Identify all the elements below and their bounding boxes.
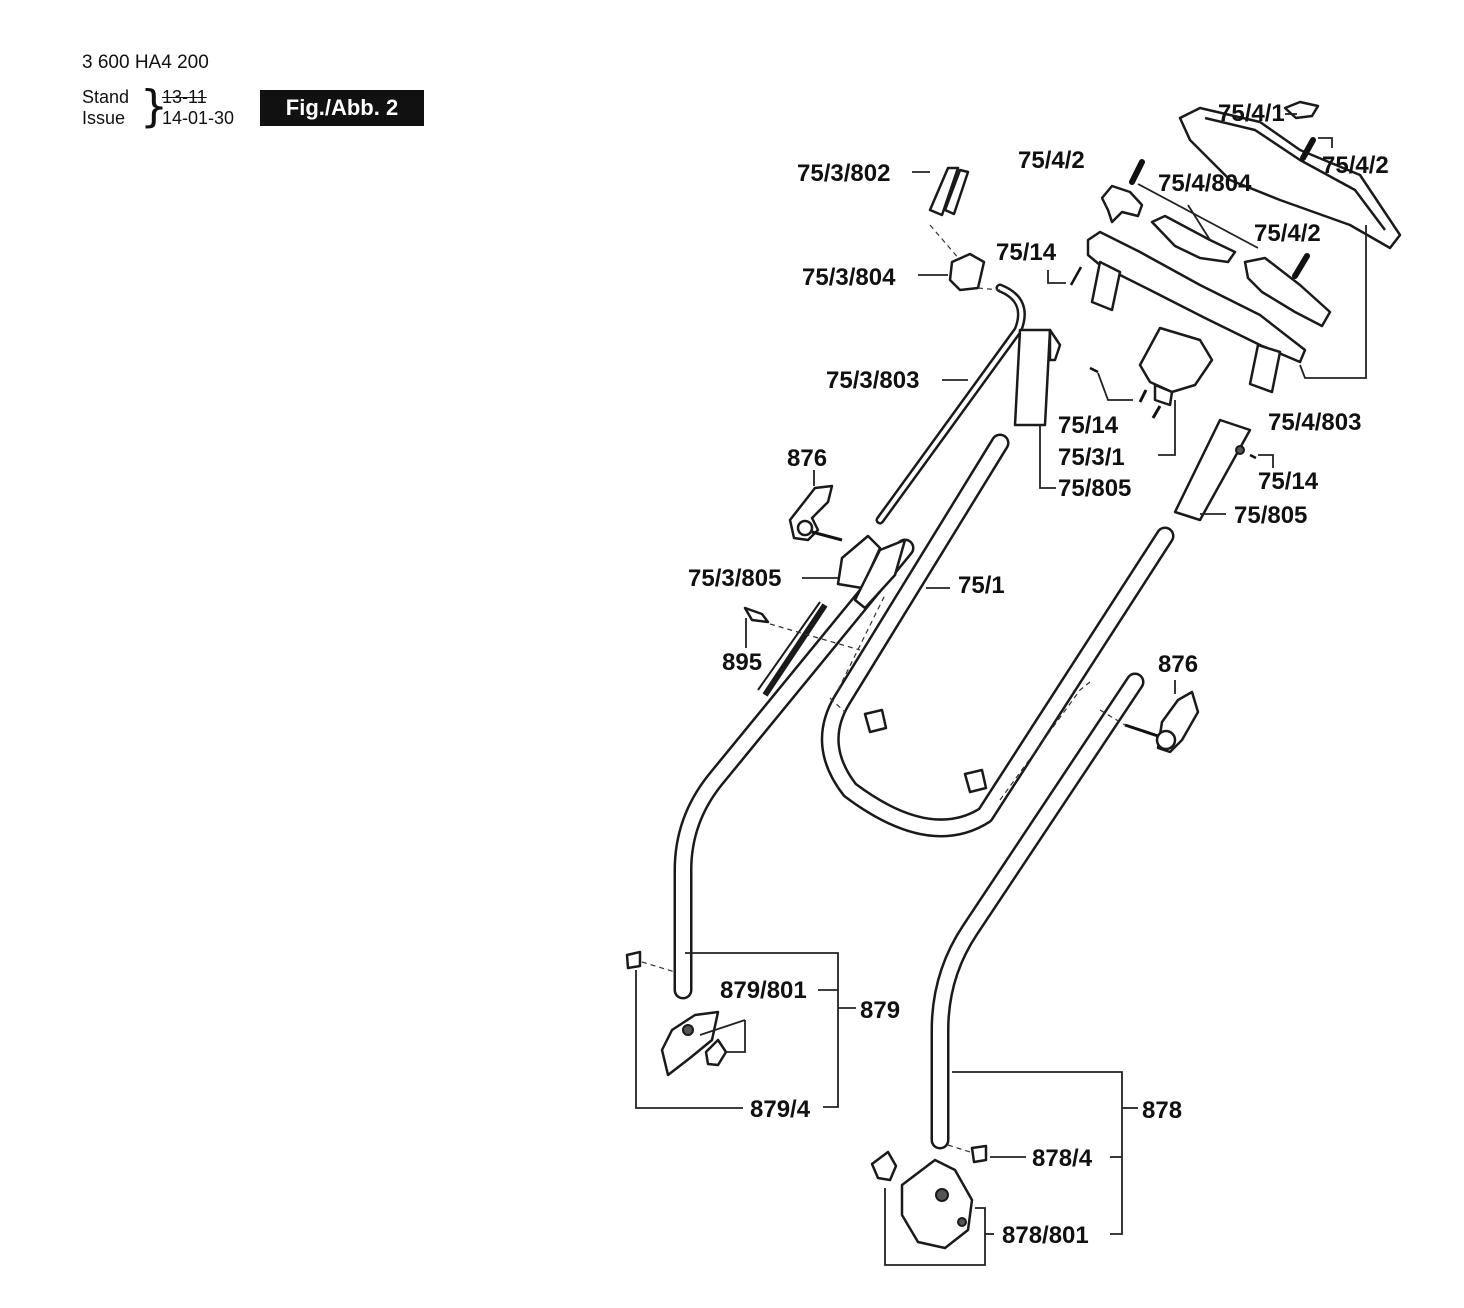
label-878-801: 878/801 bbox=[1002, 1222, 1089, 1249]
bowden-holder-75-3-1 bbox=[1138, 326, 1214, 407]
pin-895 bbox=[743, 606, 770, 624]
label-876-right: 876 bbox=[1158, 651, 1198, 678]
dashed-assembly-lines bbox=[641, 224, 1126, 1153]
nut-upper-right bbox=[963, 768, 988, 794]
issue-label: Issue bbox=[82, 108, 126, 128]
clip-878-801 bbox=[870, 1150, 898, 1182]
label-75-14-mid: 75/14 bbox=[1058, 412, 1119, 439]
label-75-805-left: 75/805 bbox=[1058, 475, 1131, 502]
label-879: 879 bbox=[860, 997, 900, 1024]
stand-label: Stand bbox=[82, 87, 130, 107]
latch-left bbox=[1100, 184, 1144, 224]
label-75-14-top: 75/14 bbox=[996, 239, 1057, 266]
sleeve-75-805-right bbox=[1173, 418, 1252, 522]
label-75-3-802: 75/3/802 bbox=[797, 160, 890, 187]
screw-878-4 bbox=[970, 1144, 988, 1164]
switch-lever-75-3-805 bbox=[836, 534, 907, 610]
label-878-4: 878/4 bbox=[1032, 1145, 1093, 1172]
knob-876-left bbox=[788, 484, 843, 542]
pin-75-4-2-left bbox=[1129, 159, 1145, 185]
pin-75-4-2-right bbox=[1292, 253, 1310, 279]
lever-75-4-804 bbox=[1150, 214, 1237, 264]
screw-879-4 bbox=[625, 950, 642, 970]
label-879-801: 879/801 bbox=[720, 977, 807, 1004]
figure-badge: Fig./Abb. 2 bbox=[260, 90, 424, 126]
part-number: 3 600 HA4 200 bbox=[82, 52, 209, 73]
pin-75-4-2-top bbox=[1300, 137, 1316, 161]
screws-75-14 bbox=[1069, 266, 1257, 460]
left-lower-handle-tube bbox=[673, 538, 915, 1000]
leader-lines bbox=[635, 113, 1367, 1266]
nut-upper-left bbox=[863, 708, 888, 734]
brace-symbol: } bbox=[140, 81, 168, 132]
label-75-3-805: 75/3/805 bbox=[688, 565, 781, 592]
label-878: 878 bbox=[1142, 1097, 1182, 1124]
cable-lower bbox=[757, 601, 828, 697]
upper-u-handle-tube bbox=[820, 433, 1175, 838]
label-75-4-2-right: 75/4/2 bbox=[1254, 220, 1321, 247]
label-75-4-803: 75/4/803 bbox=[1268, 409, 1361, 436]
latch-right bbox=[1243, 256, 1332, 328]
button-75-4-1 bbox=[1283, 100, 1320, 120]
label-75-3-804: 75/3/804 bbox=[802, 264, 896, 291]
right-lower-handle-tube bbox=[930, 672, 1145, 1150]
handle-bar-75-4-803 bbox=[1086, 230, 1307, 394]
label-895: 895 bbox=[722, 649, 762, 676]
clip-879-801 bbox=[704, 1038, 728, 1067]
label-75-3-1: 75/3/1 bbox=[1058, 444, 1125, 471]
old-version-date: 13-11 bbox=[162, 87, 207, 107]
label-75-805-right: 75/805 bbox=[1234, 502, 1307, 529]
new-version-date: 14-01-30 bbox=[162, 108, 235, 128]
label-75-4-1: 75/4/1 bbox=[1218, 100, 1285, 127]
stand-issue-labels: Stand Issue bbox=[82, 87, 129, 129]
label-876-left: 876 bbox=[787, 445, 827, 472]
label-879-4: 879/4 bbox=[750, 1096, 811, 1123]
label-75-4-804: 75/4/804 bbox=[1158, 170, 1252, 197]
sleeve-75-805-left bbox=[1013, 328, 1062, 427]
bracket-878 bbox=[900, 1158, 974, 1250]
connector-75-3-804 bbox=[948, 252, 986, 292]
label-75-4-2-top: 75/4/2 bbox=[1322, 152, 1389, 179]
label-75-3-803: 75/3/803 bbox=[826, 367, 919, 394]
clip-75-3-802 bbox=[928, 166, 970, 217]
knob-876-right bbox=[1124, 690, 1200, 754]
bracket-879 bbox=[660, 1010, 720, 1077]
label-75-1: 75/1 bbox=[958, 572, 1005, 599]
label-75-4-2-left: 75/4/2 bbox=[1018, 147, 1085, 174]
label-75-14-right: 75/14 bbox=[1258, 468, 1319, 495]
cable-75-3-803 bbox=[875, 283, 1026, 525]
handle-grip-75-4-2 bbox=[1178, 106, 1402, 250]
